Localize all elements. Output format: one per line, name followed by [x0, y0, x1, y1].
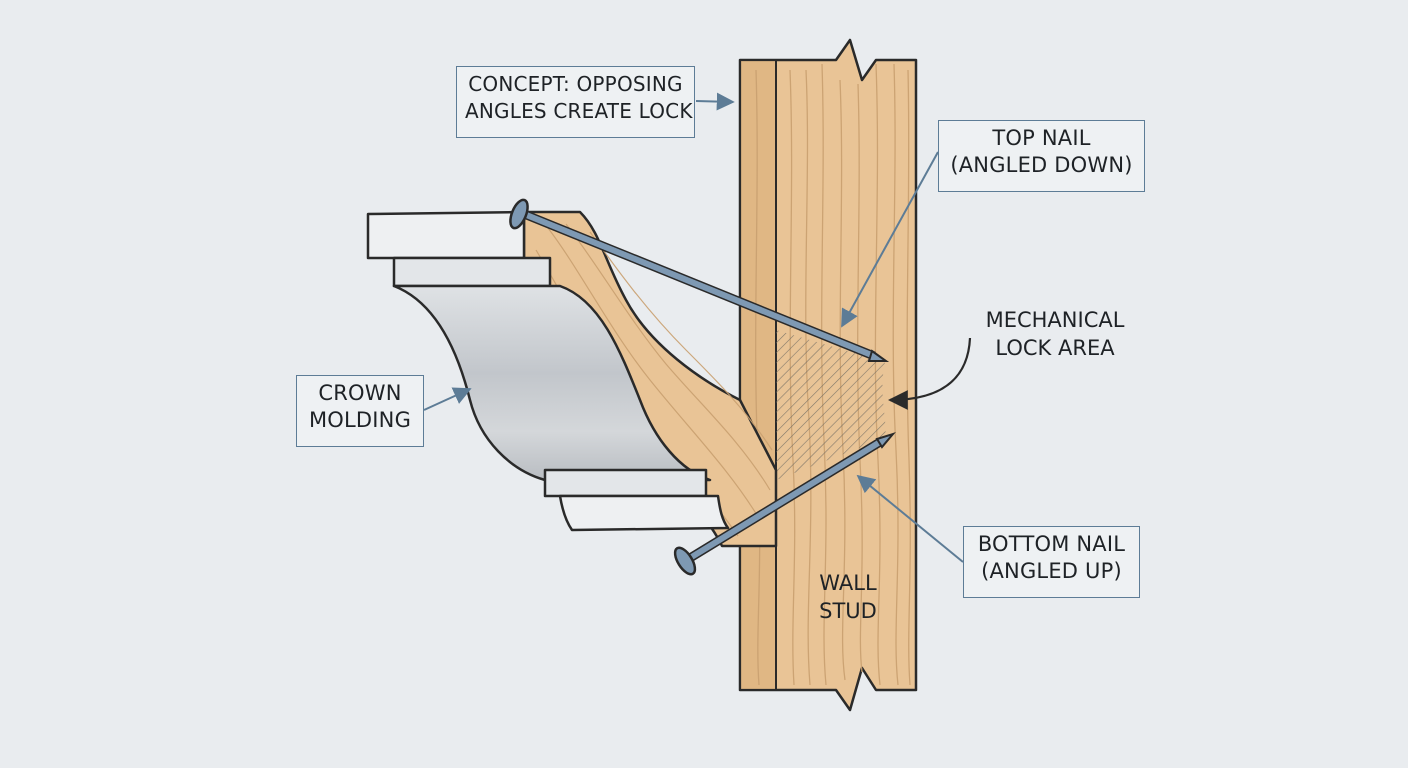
top-nail-label-line-1: TOP NAIL [992, 126, 1091, 150]
bottom-nail-label-line-1: BOTTOM NAIL [977, 532, 1126, 556]
concept-label-line-1: CONCEPT: OPPOSING [468, 72, 683, 96]
crown-molding-label: CROWN MOLDING [296, 375, 424, 447]
mechanical-lock-hatch [776, 330, 886, 480]
crown-molding-label-line-2: MOLDING [308, 408, 412, 432]
mechanical-lock-label-line-1: MECHANICAL [985, 308, 1125, 332]
bottom-nail-label-line-2: (ANGLED UP) [981, 559, 1122, 583]
crown-molding-shape [366, 210, 778, 548]
concept-label: CONCEPT: OPPOSING ANGLES CREATE LOCK [456, 66, 695, 138]
top-nail-label: TOP NAIL (ANGLED DOWN) [938, 120, 1145, 192]
wall-stud-label-line-2: STUD [819, 599, 877, 623]
bottom-nail [673, 432, 896, 576]
wall-stud-label-line-1: WALL [819, 571, 877, 595]
callout-lines [423, 92, 972, 563]
mechanical-lock-label: MECHANICAL LOCK AREA [972, 306, 1138, 362]
top-nail-label-line-2: (ANGLED DOWN) [950, 153, 1133, 177]
wall-stud-label: WALL STUD [800, 569, 896, 625]
wall-stud [738, 38, 918, 712]
crown-molding-label-line-1: CROWN [318, 381, 402, 405]
concept-label-line-2: ANGLES CREATE LOCK [465, 99, 693, 123]
bottom-nail-label: BOTTOM NAIL (ANGLED UP) [963, 526, 1140, 598]
top-nail [509, 198, 890, 362]
mechanical-lock-label-line-2: LOCK AREA [995, 336, 1115, 360]
